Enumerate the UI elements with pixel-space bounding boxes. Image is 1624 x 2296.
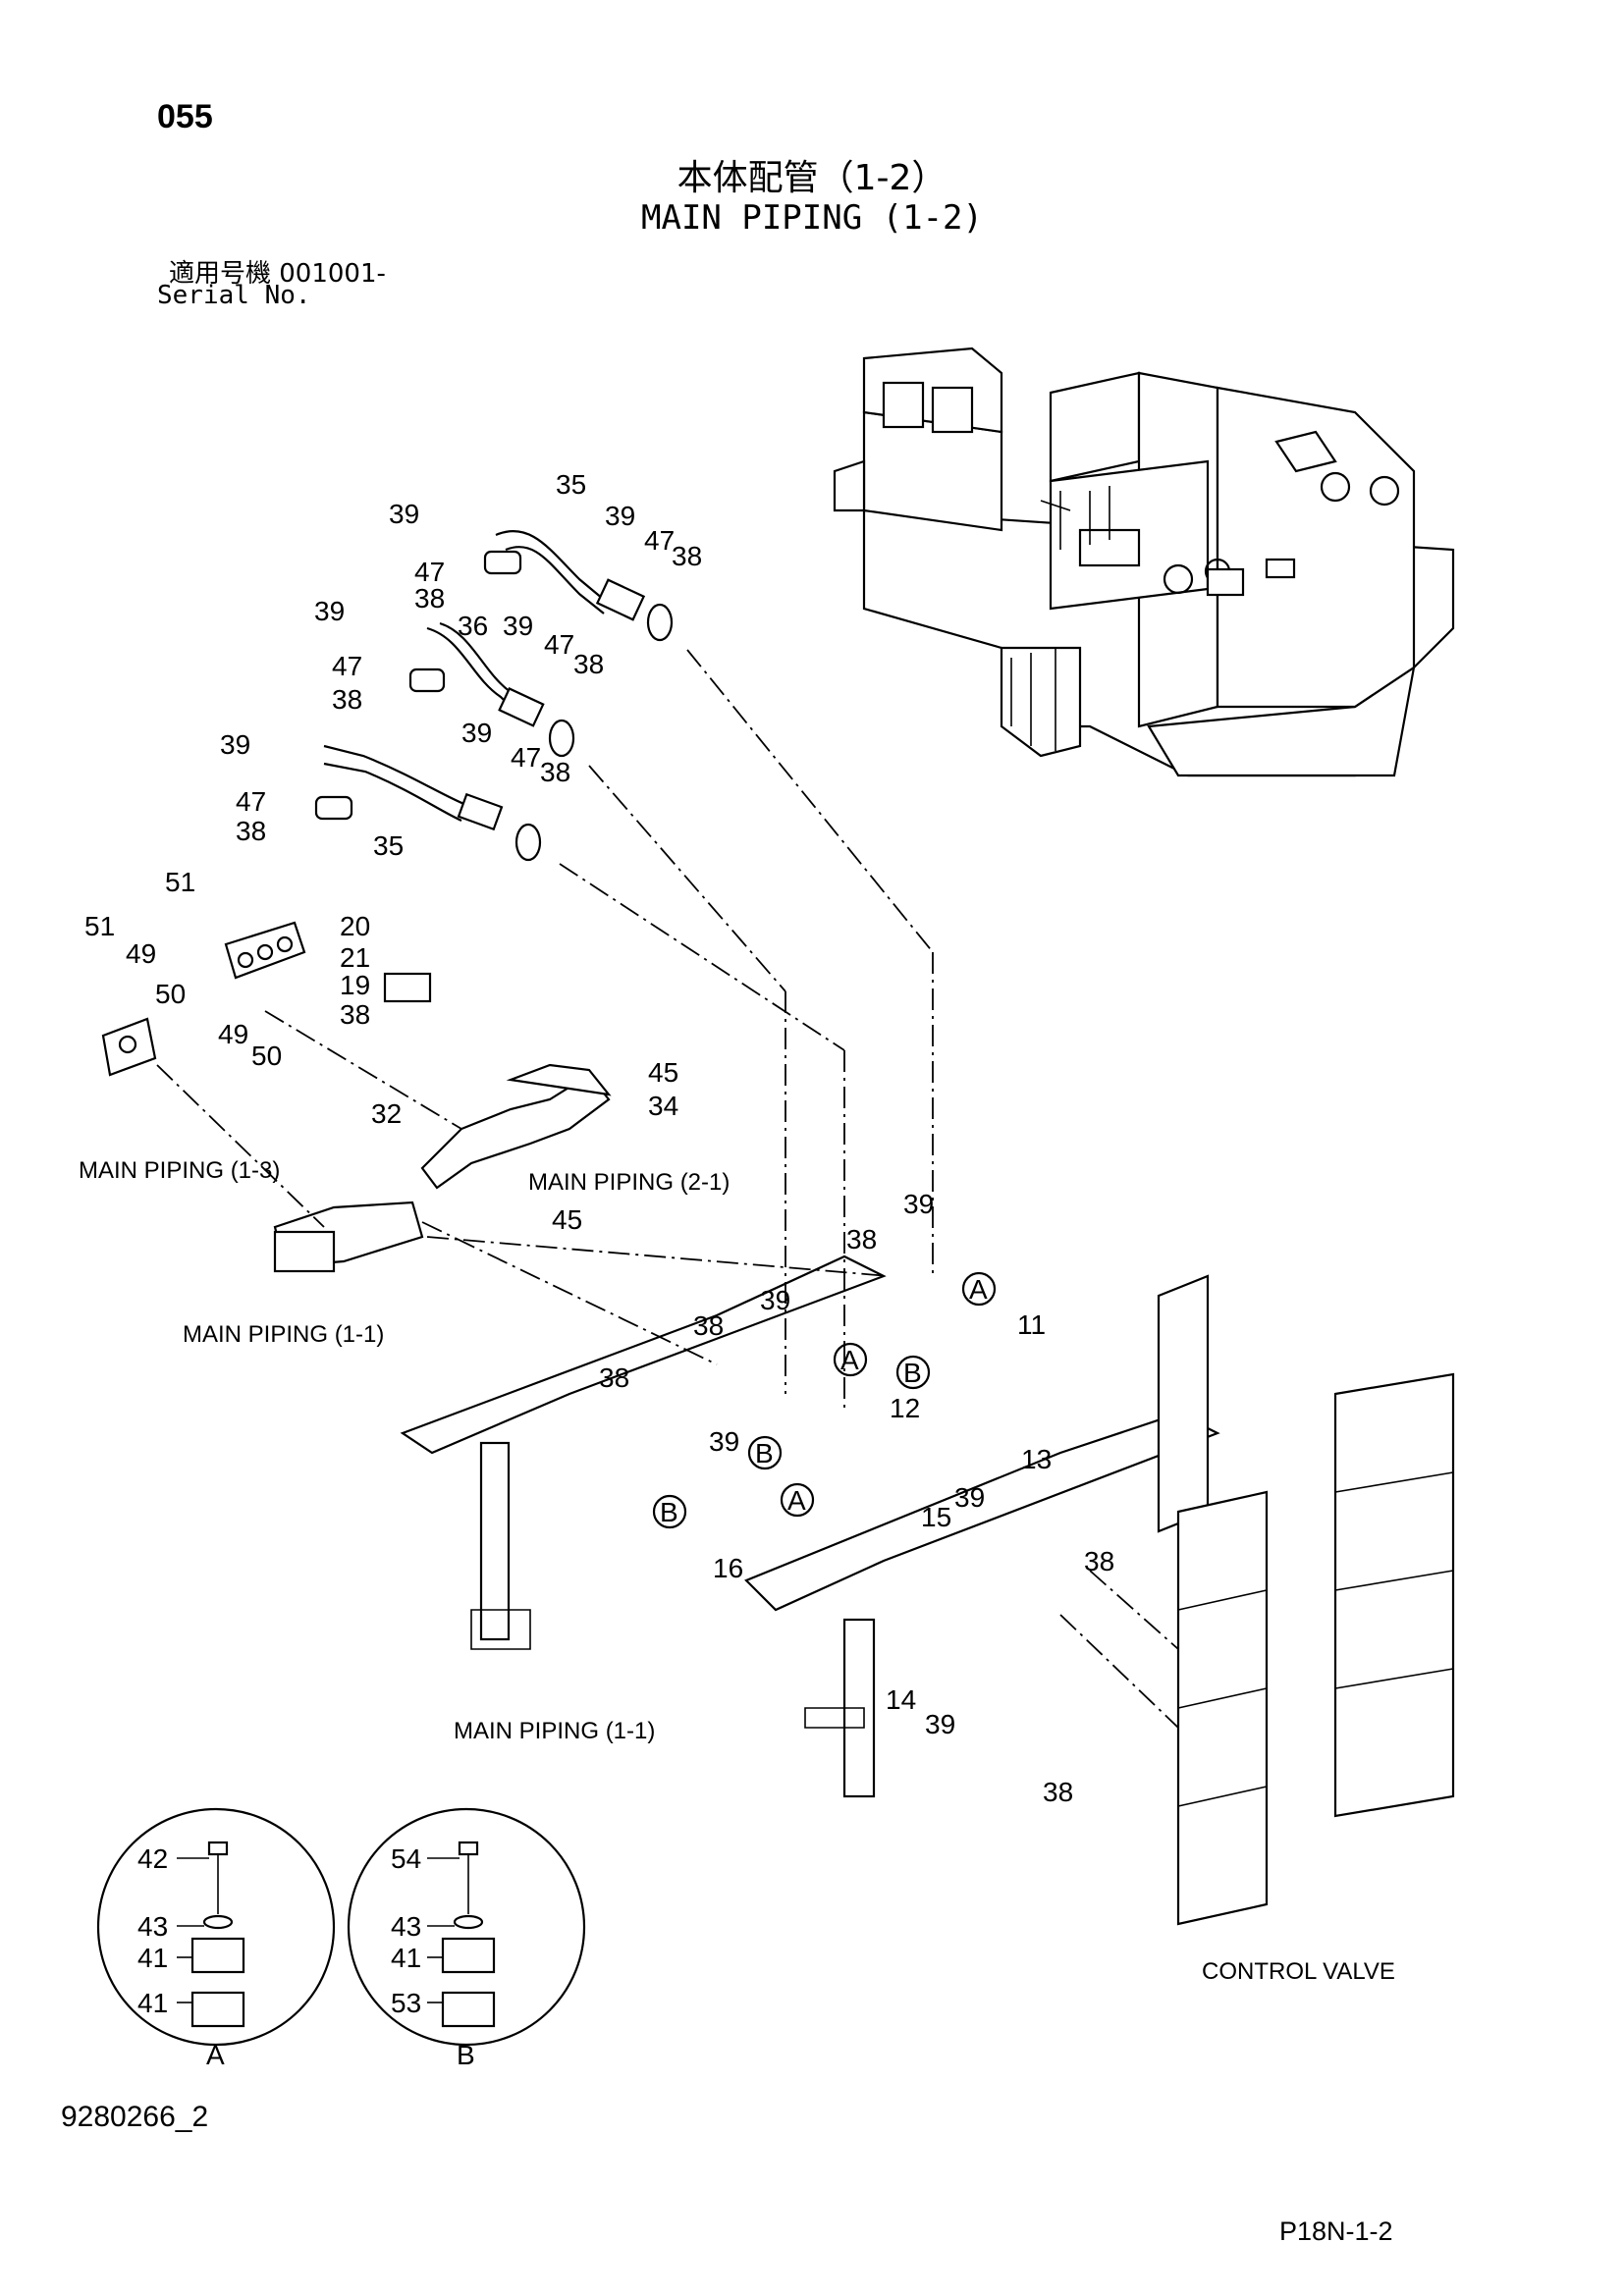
part-number-label: 39 [461,718,492,748]
dash-dot-routing-lines [156,649,1179,1729]
part-number-label: 34 [648,1091,678,1121]
part-number-label: 39 [954,1482,985,1513]
part-number-label: 39 [389,499,419,529]
part-number-label: 14 [886,1684,916,1715]
note-main-piping-2-1: MAIN PIPING (2-1) [528,1169,730,1196]
detail-b: 54 43 41 53 B [347,1807,586,2070]
part-number-label: 50 [251,1041,282,1071]
part-number-label: 39 [503,611,533,641]
part-number-label: 39 [605,501,635,531]
part-number-label: 47 [236,786,266,817]
part-number-label: 50 [155,979,186,1009]
part-number-label: 38 [599,1362,629,1393]
part-number-label: 49 [126,938,156,969]
detail-b-part-1: 54 [391,1843,421,1874]
page-title-japanese: 本体配管（1-2） [677,158,947,198]
hose-assemblies [323,529,646,831]
part-number-label: 38 [846,1224,877,1255]
part-number-label: 47 [544,629,574,660]
part-number-label: 35 [373,830,404,861]
part-number-labels: 35 39 39 47 38 47 38 39 36 39 47 38 47 3… [84,469,1114,1807]
part-number-label: 45 [552,1204,582,1235]
part-number-label: 15 [921,1502,951,1532]
control-valve-illustration [1176,1372,1455,1926]
part-number-label: 39 [709,1426,739,1457]
part-number-label: 51 [165,867,195,897]
part-number-label: 38 [540,757,570,787]
detail-b-part-4: 53 [391,1988,421,2018]
part-number-label: 47 [332,651,362,681]
section-notes: MAIN PIPING (1-3) MAIN PIPING (2-1) MAIN… [79,1157,1395,1985]
serial-label-japanese: 適用号機 001001- [169,259,386,289]
part-number-label: 12 [890,1393,920,1423]
part-number-label: 38 [236,816,266,846]
detail-b-letter: B [457,2040,475,2070]
note-main-piping-1-3: MAIN PIPING (1-3) [79,1157,280,1184]
part-number-label: 38 [693,1310,724,1341]
detail-a-part-1: 42 [137,1843,168,1874]
part-number-label: 38 [332,684,362,715]
detail-a-part-2: 43 [137,1911,168,1942]
callout-b: B [903,1358,922,1388]
part-number-label: 19 [340,970,370,1000]
detail-callouts: A A A B B B [652,1271,997,1529]
detail-a-part-4: 41 [137,1988,168,2018]
part-number-label: 47 [511,742,541,773]
part-number-label: 11 [1017,1309,1046,1340]
part-number-label: 38 [672,541,702,571]
part-number-label: 39 [220,729,250,760]
part-number-label: 38 [1043,1777,1073,1807]
callout-b: B [660,1497,678,1527]
part-number-label: 39 [925,1709,955,1739]
note-main-piping-1-1: MAIN PIPING (1-1) [183,1321,384,1348]
part-number-label: 35 [556,469,586,500]
part-number-label: 20 [340,911,370,941]
document-id: 9280266_2 [61,2101,209,2133]
part-number-label: 13 [1021,1444,1052,1474]
detail-b-part-2: 43 [391,1911,421,1942]
page-title: MAIN PIPING (1-2) [641,198,983,238]
part-number-label: 39 [903,1189,934,1219]
callout-a: A [840,1345,859,1375]
note-control-valve: CONTROL VALVE [1202,1958,1395,1985]
part-number-label: 49 [218,1019,248,1049]
part-number-label: 36 [458,611,488,641]
part-number-label: 47 [414,557,445,587]
part-number-label: 39 [760,1285,790,1315]
flange-parts [101,550,674,1077]
callout-b: B [755,1438,774,1468]
part-number-label: 21 [340,942,370,973]
detail-b-part-3: 41 [391,1943,421,1973]
page-code: P18N-1-2 [1279,2216,1393,2246]
part-number-label: 45 [648,1057,678,1088]
part-number-label: 16 [713,1553,743,1583]
serial-label: Serial No. [157,281,311,310]
part-number-label: 39 [314,596,345,626]
detail-a-letter: A [206,2040,225,2070]
part-number-label: 38 [1084,1546,1114,1576]
page-number: 055 [157,98,213,135]
frame-structure [400,1255,1220,1798]
note-main-piping-1-1-lower: MAIN PIPING (1-1) [454,1718,655,1744]
part-number-label: 38 [414,583,445,614]
detail-a: 42 43 41 41 A [96,1807,336,2070]
part-number-label: 51 [84,911,115,941]
manifold-blocks [273,1063,612,1273]
machine-overview-illustration [833,347,1455,777]
detail-a-part-3: 41 [137,1943,168,1973]
part-number-label: 47 [644,525,675,556]
callout-a: A [787,1485,806,1516]
part-number-label: 38 [340,999,370,1030]
part-number-label: 38 [573,649,604,679]
callout-a: A [969,1274,988,1305]
part-number-label: 32 [371,1098,402,1129]
